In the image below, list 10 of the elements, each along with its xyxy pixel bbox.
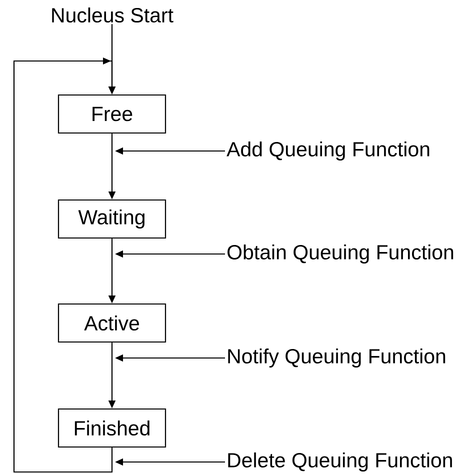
state-box: Waiting [58, 199, 166, 239]
function-label: Notify Queuing Function [228, 348, 446, 368]
state-box: Active [58, 303, 166, 343]
state-box: Free [58, 94, 166, 134]
function-label: Obtain Queuing Function [228, 244, 454, 264]
function-label: Delete Queuing Function [228, 452, 452, 472]
loop-arrow [13, 58, 116, 473]
start-label: Nucleus Start [52, 7, 174, 23]
state-box: Finished [58, 408, 166, 448]
function-label: Add Queuing Function [226, 141, 430, 161]
